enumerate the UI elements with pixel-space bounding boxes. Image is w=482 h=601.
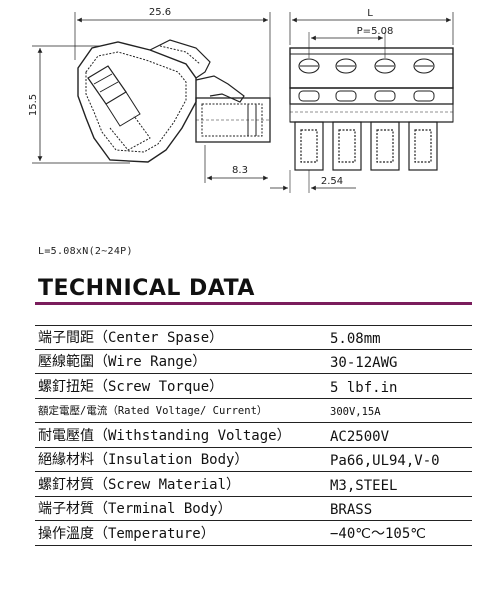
section-heading: TECHNICAL DATA	[38, 276, 255, 301]
dim-height-label: 15.5	[28, 94, 39, 116]
spec-value: M3,STEEL	[330, 477, 398, 494]
spec-value: −40℃～105℃	[330, 525, 427, 542]
spec-label: 端子材質（Terminal Body）	[38, 501, 232, 517]
spec-label: 螺釘扭矩（Screw Torque）	[38, 378, 224, 395]
dim-depth-label: 8.3	[232, 165, 248, 176]
technical-data-table: 端子間距（Center Spase） 5.08mm 壓線範圍（Wire Rang…	[35, 325, 472, 546]
length-formula: L=5.08xN(2~24P)	[38, 246, 133, 257]
spec-row-rated-voltage-current: 額定電壓/電流（Rated Voltage/ Current） 300V,15A	[35, 399, 472, 423]
dim-width-label: 25.6	[149, 7, 171, 18]
spec-value: AC2500V	[330, 428, 390, 445]
spec-row-terminal-body: 端子材質（Terminal Body） BRASS	[35, 497, 472, 521]
spec-label: 絕緣材料（Insulation Body）	[38, 452, 249, 468]
spec-value: 5.08mm	[330, 330, 381, 347]
dim-pitch-label: P=5.08	[357, 26, 394, 37]
spec-label: 端子間距（Center Spase）	[38, 329, 224, 346]
spec-value: BRASS	[330, 502, 373, 518]
spec-value: 300V,15A	[330, 406, 381, 418]
spec-value: 30-12AWG	[330, 355, 398, 371]
spec-row-center-spacing: 端子間距（Center Spase） 5.08mm	[35, 325, 472, 350]
spec-label: 耐電壓值（Withstanding Voltage）	[38, 427, 291, 444]
dim-L-label: L	[367, 8, 373, 19]
spec-label: 壓線範圍（Wire Range）	[38, 354, 207, 370]
front-view	[270, 12, 454, 193]
dim-offset-label: 2.54	[321, 176, 343, 187]
spec-row-screw-torque: 螺釘扭矩（Screw Torque） 5 lbf.in	[35, 374, 472, 399]
spec-row-screw-material: 螺釘材質（Screw Material） M3,STEEL	[35, 472, 472, 497]
connector-technical-drawing: 25.6 15.5 8.3 L P=5.08 2.54	[28, 7, 454, 193]
spec-row-withstanding-voltage: 耐電壓值（Withstanding Voltage） AC2500V	[35, 423, 472, 448]
heading-divider	[35, 302, 472, 305]
spec-label: 螺釘材質（Screw Material）	[38, 476, 241, 493]
spec-value: Pa66,UL94,V-0	[330, 453, 440, 469]
side-view	[32, 12, 271, 183]
spec-row-temperature: 操作溫度（Temperature） −40℃～105℃	[35, 521, 472, 546]
spec-row-insulation-body: 絕緣材料（Insulation Body） Pa66,UL94,V-0	[35, 448, 472, 472]
spec-value: 5 lbf.in	[330, 379, 398, 396]
spec-label: 操作溫度（Temperature）	[38, 525, 215, 542]
spec-label: 額定電壓/電流（Rated Voltage/ Current）	[38, 405, 268, 417]
spec-row-wire-range: 壓線範圍（Wire Range） 30-12AWG	[35, 350, 472, 374]
